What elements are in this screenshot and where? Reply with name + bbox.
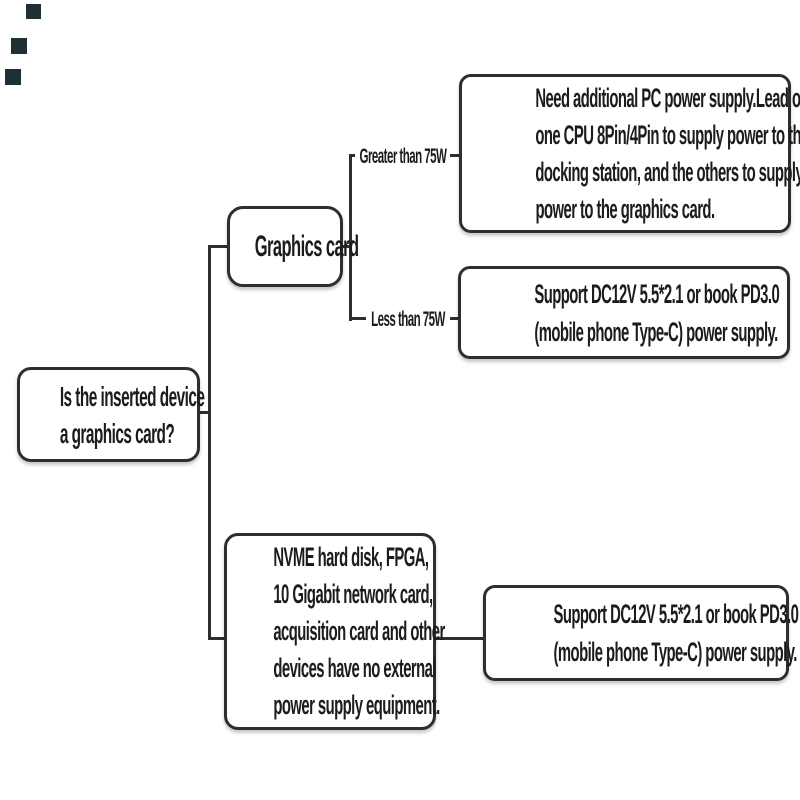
branch-label-text: Greater than 75W: [359, 144, 446, 168]
connector-trunk-to-nvme: [208, 637, 227, 640]
outcome-no-external-power-node: Support DC12V 5.5*2.1 or book PD3.0 (mob…: [483, 585, 799, 681]
connector-nvme-to-outcome: [434, 637, 485, 640]
nvme-text-line: power supply equipment.: [273, 690, 440, 720]
outcome-text-line: one CPU 8Pin/4Pin to supply power to the: [535, 119, 800, 150]
outcome-text-line: (mobile phone Type-C) power supply.: [534, 316, 778, 347]
graphics-card-label: Graphics card: [254, 229, 359, 263]
outcome-low-power-node: Support DC12V 5.5*2.1 or book PD3.0 (mob…: [458, 266, 790, 359]
nvme-text-line: acquisition card and other: [273, 616, 445, 646]
outcome-high-power-node: Need additional PC power supply.Lead out…: [459, 74, 800, 233]
outcome-text-line: (mobile phone Type-C) power supply.: [553, 637, 798, 667]
nvme-text-line: NVME hard disk, FPGA,: [273, 542, 429, 572]
branch-label-less-than-75w: Less than 75W: [366, 306, 450, 333]
root-question-line: a graphics card?: [59, 417, 175, 449]
outcome-text-line: Support DC12V 5.5*2.1 or book PD3.0: [534, 278, 780, 309]
nvme-text-line: 10 Gigabit network card,: [273, 579, 433, 609]
outcome-text-line: power to the graphics card.: [535, 193, 715, 224]
nvme-devices-node: NVME hard disk, FPGA, 10 Gigabit network…: [224, 533, 445, 730]
outcome-text-line: Need additional PC power supply.Lead out: [535, 82, 800, 113]
corner-square-icon: [11, 38, 27, 54]
corner-square-icon: [5, 69, 21, 85]
root-question-line: Is the inserted device: [59, 380, 205, 412]
outcome-text-line: Support DC12V 5.5*2.1 or book PD3.0: [553, 599, 799, 629]
connector-root-to-trunk: [199, 411, 211, 414]
connector-branch-trunk: [349, 155, 352, 321]
connector-graphics-to-branches: [341, 245, 352, 248]
connector-trunk-to-graphics: [208, 245, 230, 248]
branch-label-greater-than-75w: Greater than 75W: [355, 143, 450, 170]
root-question-node: Is the inserted device a graphics card?: [17, 367, 205, 462]
nvme-text-line: devices have no external: [273, 653, 436, 683]
corner-square-icon: [26, 4, 41, 19]
outcome-text-line: docking station, and the others to suppl…: [535, 156, 800, 187]
connector-main-trunk: [208, 245, 211, 640]
graphics-card-node: Graphics card: [227, 206, 359, 287]
branch-label-text: Less than 75W: [371, 307, 445, 331]
